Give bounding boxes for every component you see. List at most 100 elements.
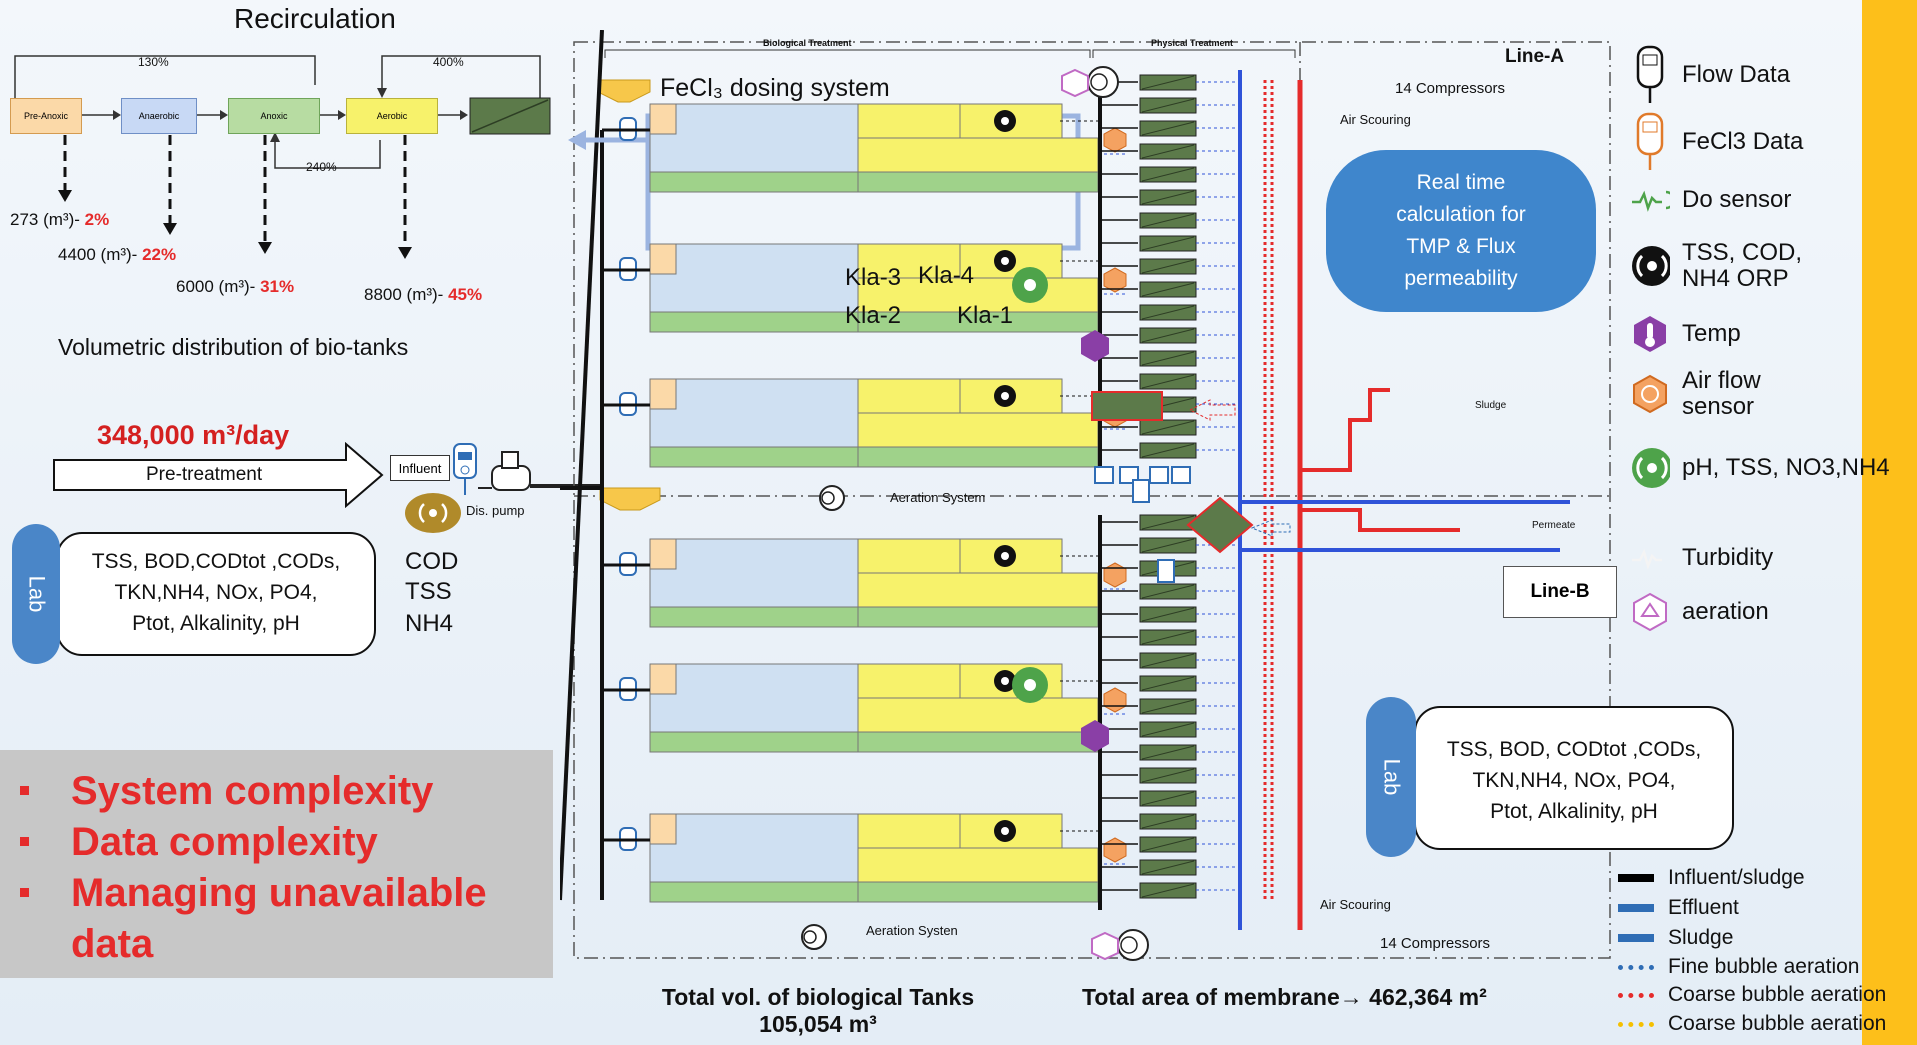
legend-item: Air flow sensor xyxy=(1630,368,1832,420)
lab-left-line-1: TSS, BOD,CODtot ,CODs, xyxy=(91,550,341,573)
line-key-swatch xyxy=(1618,992,1654,998)
pre-anoxic-tank xyxy=(649,378,677,410)
aerobic-zone xyxy=(857,663,961,699)
challenge-item: Data complexity xyxy=(20,817,511,868)
tss-sensor-icon xyxy=(1001,552,1009,560)
legend-label: FeCl3 Data xyxy=(1682,128,1804,155)
tss-sensor-icon xyxy=(1001,392,1009,400)
air-scouring-bottom-label: Air Scouring xyxy=(1320,897,1391,912)
recirculation-title: Recirculation xyxy=(234,3,396,34)
anoxic-tank xyxy=(649,606,859,628)
challenge-item: Managing unavailable data xyxy=(20,868,511,970)
line-key-swatch xyxy=(1618,934,1654,942)
aerobic-zone xyxy=(857,103,961,139)
influent-box: Influent xyxy=(390,455,450,481)
dis-pump-label: Dis. pump xyxy=(466,503,525,518)
anoxic-tank xyxy=(649,446,859,468)
tank-row xyxy=(602,243,1127,333)
aerobic-base xyxy=(857,171,1099,193)
air-flow-icon xyxy=(1630,374,1670,414)
line-b-box: Line-B xyxy=(1503,566,1617,618)
aerobic-zone xyxy=(857,412,1099,448)
influent-sensor-tss: TSS xyxy=(405,578,452,605)
aerobic-zone xyxy=(857,847,1099,883)
legend-item: FeCl3 Data xyxy=(1630,112,1804,170)
compressors-top-label: 14 Compressors xyxy=(1395,80,1506,97)
tank-row xyxy=(602,538,1127,628)
aerobic-zone xyxy=(857,137,1099,173)
tank-row xyxy=(602,813,1127,903)
line-key-swatch xyxy=(1618,904,1654,912)
do-sensor-icon xyxy=(1630,180,1670,220)
line-key-label: Coarse bubble aeration xyxy=(1668,983,1887,1006)
line-key-item: Effluent xyxy=(1618,896,1739,920)
line-key-item: Sludge xyxy=(1618,926,1733,950)
aerobic-base xyxy=(857,606,1099,628)
volume-label-aerobic: 8800 (m³)- 45% xyxy=(364,285,483,304)
volumetric-caption: Volumetric distribution of bio-tanks xyxy=(58,334,409,360)
line-key-item: Influent/sludge xyxy=(1618,866,1805,890)
aerobic-base xyxy=(857,881,1099,903)
legend-label: TSS, COD, NH4 ORP xyxy=(1682,239,1803,292)
aerobic-zone xyxy=(857,243,961,279)
aeration-system-top-label: Aeration System xyxy=(890,490,986,505)
total-membrane-area: Total area of membrane→ 462,364 m² xyxy=(1082,984,1487,1010)
stage-aerobic: Aerobic xyxy=(346,98,438,134)
legend-label: pH, TSS, NO3,NH4 xyxy=(1682,454,1890,481)
aerobic-base xyxy=(857,731,1099,753)
biological-treatment-header: Biological Treatment xyxy=(763,38,852,48)
air-flow-icon xyxy=(1103,837,1127,863)
pre-anoxic-tank xyxy=(649,243,677,275)
line-key-label: Effluent xyxy=(1668,896,1739,919)
anoxic-tank xyxy=(649,171,859,193)
recirculation-diagram xyxy=(10,55,551,259)
line-key-swatch xyxy=(1618,1021,1654,1027)
challenges-panel xyxy=(0,750,553,978)
pre-anoxic-tank xyxy=(649,538,677,570)
fecl3-meter-icon xyxy=(1630,112,1670,170)
air-flow-icon xyxy=(1103,562,1127,588)
aerobic-zone xyxy=(857,572,1099,608)
aeration-system-bottom-label: Aeration Systen xyxy=(866,923,958,938)
lab-left-line-3: Ptot, Alkalinity, pH xyxy=(132,612,300,635)
aerobic-zone xyxy=(857,697,1099,733)
aerobic-zone xyxy=(857,277,1099,313)
lab-left-box: TSS, BOD,CODtot ,CODs, TKN,NH4, NOx, PO4… xyxy=(56,532,376,656)
line-key-label: Sludge xyxy=(1668,926,1734,949)
volume-label-pre-anoxic: 273 (m³)- 2% xyxy=(10,210,110,229)
line-key-label: Influent/sludge xyxy=(1668,866,1805,889)
air-flow-icon xyxy=(1103,687,1127,713)
legend-label: aeration xyxy=(1682,598,1769,625)
air-flow-icon xyxy=(1103,127,1127,153)
fecl3-dosing-label: FeCl₃ dosing system xyxy=(660,74,890,102)
gold-side-bar xyxy=(1862,0,1917,1045)
kla-2-label: Kla-2 xyxy=(845,302,902,329)
dis-pump-icon xyxy=(453,443,603,495)
sludge-label: Sludge xyxy=(1475,400,1507,411)
pretreatment-arrow xyxy=(53,442,384,508)
pre-anoxic-tank xyxy=(649,663,677,695)
influent-sensor-cod: COD xyxy=(405,548,459,575)
legend-item: pH, TSS, NO3,NH4 xyxy=(1630,448,1890,488)
volume-label-anaerobic: 4400 (m³)- 22% xyxy=(58,245,177,264)
lab-right-tag: Lab xyxy=(1366,697,1416,857)
tank-row xyxy=(602,663,1127,753)
stage-anoxic: Anoxic xyxy=(228,98,320,134)
line-key-item: Coarse bubble aeration xyxy=(1618,1012,1886,1036)
tank-row xyxy=(602,103,1127,193)
anoxic-tank xyxy=(649,881,859,903)
turbidity-icon xyxy=(1630,538,1670,578)
flow-meter-icon xyxy=(1630,45,1670,103)
challenge-item: System complexity xyxy=(20,766,511,817)
line-key-swatch xyxy=(1618,964,1654,970)
compressors-bottom-label: 14 Compressors xyxy=(1380,935,1491,952)
challenges-list: System complexity Data complexity Managi… xyxy=(20,766,511,970)
tss-sensor-icon xyxy=(1630,246,1670,286)
legend-item: Turbidity xyxy=(1630,538,1773,578)
tank-row xyxy=(602,378,1127,468)
legend-label: Do sensor xyxy=(1682,186,1792,213)
aerobic-zone xyxy=(857,378,961,414)
tss-sensor-icon xyxy=(1001,117,1009,125)
aerobic-zone xyxy=(857,813,961,849)
legend-item: Temp xyxy=(1630,314,1741,354)
